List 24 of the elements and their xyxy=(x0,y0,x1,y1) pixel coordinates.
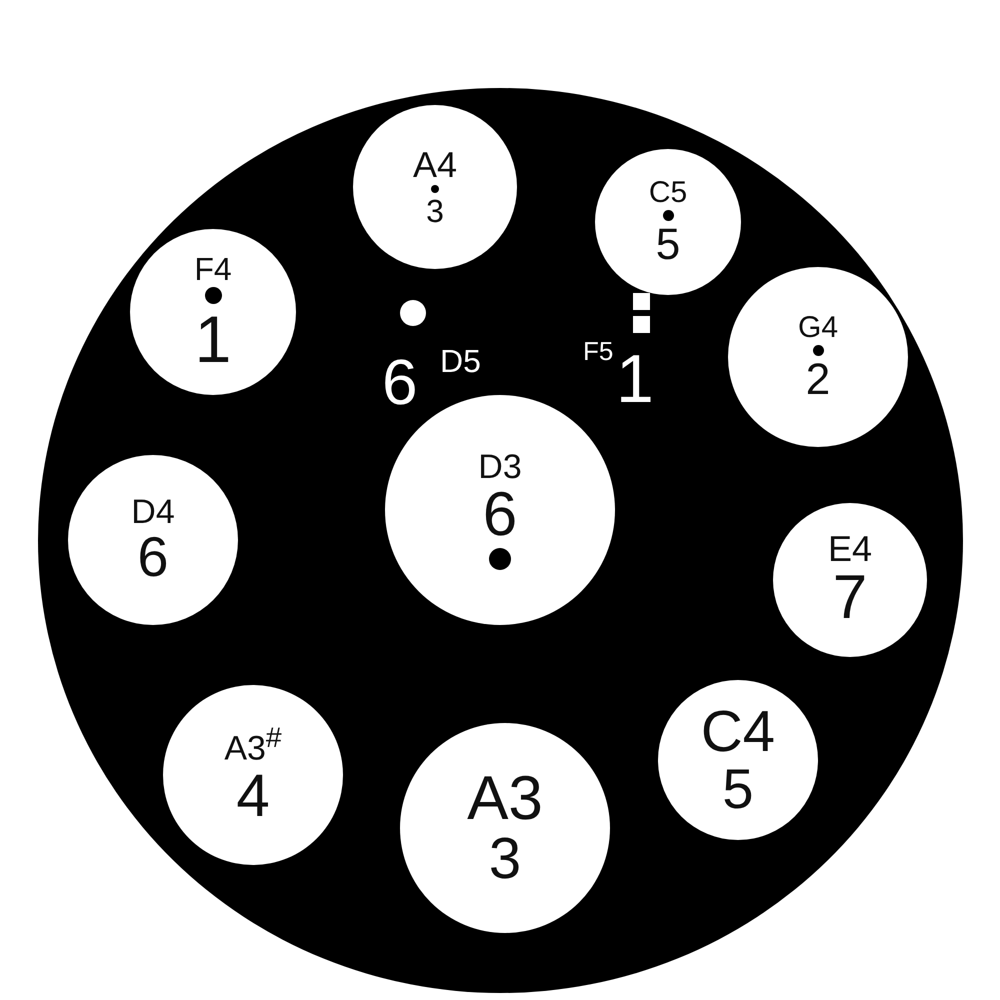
note-number: 6 xyxy=(382,350,418,414)
note-number: 5 xyxy=(722,761,754,817)
note-number: 6 xyxy=(482,484,518,546)
note-name: F5 xyxy=(583,338,614,364)
note-name: A3 xyxy=(467,768,543,830)
note-name: A3$^{#}$ xyxy=(224,724,282,766)
note-number: 5 xyxy=(656,222,680,266)
note-number: 6 xyxy=(137,529,169,585)
note-number: 3 xyxy=(488,830,522,888)
note-name: A4 xyxy=(412,147,458,183)
note-name: D5 xyxy=(440,345,481,377)
note-name: D3 xyxy=(478,450,522,484)
note-name: E4 xyxy=(828,531,872,567)
note-name: G4 xyxy=(798,312,838,342)
note-name: F4 xyxy=(194,252,232,284)
note-number: 7 xyxy=(832,567,868,629)
note-name: C5 xyxy=(648,178,688,208)
note-name: D4 xyxy=(131,495,175,529)
note-number: 3 xyxy=(426,195,444,227)
note-number: 4 xyxy=(236,766,270,826)
note-number: 1 xyxy=(616,345,654,413)
note-number: 2 xyxy=(806,358,830,402)
note-name: C4 xyxy=(700,703,776,761)
note-number: 1 xyxy=(194,306,232,372)
